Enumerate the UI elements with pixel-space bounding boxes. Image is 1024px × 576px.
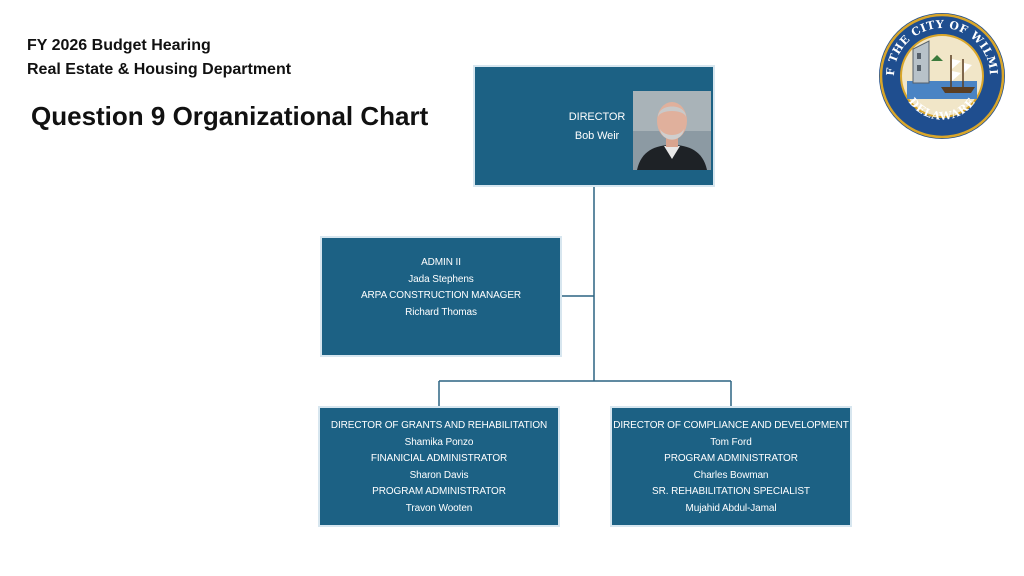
admin-role-2: ARPA CONSTRUCTION MANAGER: [360, 290, 522, 301]
director-name: Bob Weir: [574, 130, 620, 142]
page-title: Question 9 Organizational Chart: [31, 101, 429, 131]
grants-name-1: Shamika Ponzo: [404, 436, 474, 448]
grants-name-3: Travon Wooten: [405, 502, 473, 514]
admin-role-1: ADMIN II: [421, 257, 461, 268]
compliance-name-3: Mujahid Abdul-Jamal: [685, 502, 777, 514]
compliance-role-3: SR. REHABILITATION SPECIALIST: [652, 486, 810, 497]
admin-name-1: Jada Stephens: [408, 273, 474, 285]
department-label: Real Estate & Housing Department: [27, 61, 292, 78]
compliance-role-2: PROGRAM ADMINISTRATOR: [664, 453, 798, 464]
admin-text: ADMIN II Jada Stephens ARPA CONSTRUCTION…: [322, 255, 560, 321]
compliance-development-box: DIRECTOR OF COMPLIANCE AND DEVELOPMENT T…: [610, 406, 852, 527]
grants-role-3: PROGRAM ADMINISTRATOR: [372, 486, 506, 497]
portrait-photo-icon: [633, 91, 711, 170]
grants-role-2: FINANICIAL ADMINISTRATOR: [370, 453, 508, 464]
grants-text: DIRECTOR OF GRANTS AND REHABILITATION Sh…: [320, 418, 558, 517]
grants-role-1: DIRECTOR OF GRANTS AND REHABILITATION: [330, 420, 548, 431]
director-text: DIRECTOR Bob Weir: [547, 108, 647, 146]
compliance-name-2: Charles Bowman: [693, 469, 769, 481]
compliance-name-1: Tom Ford: [710, 436, 752, 448]
director-title: DIRECTOR: [568, 111, 626, 123]
grants-name-2: Sharon Davis: [409, 469, 469, 481]
city-seal-icon: SEAL OF THE CITY OF WILMINGTON DELAWARE: [871, 1, 1007, 141]
admin-box: ADMIN II Jada Stephens ARPA CONSTRUCTION…: [320, 236, 562, 357]
director-box: DIRECTOR Bob Weir: [473, 65, 715, 187]
compliance-role-1: DIRECTOR OF COMPLIANCE AND DEVELOPMENT: [613, 420, 849, 431]
grants-rehab-box: DIRECTOR OF GRANTS AND REHABILITATION Sh…: [318, 406, 560, 527]
compliance-text: DIRECTOR OF COMPLIANCE AND DEVELOPMENT T…: [612, 418, 850, 517]
budget-hearing-label: FY 2026 Budget Hearing: [27, 37, 211, 54]
admin-name-2: Richard Thomas: [405, 306, 477, 318]
